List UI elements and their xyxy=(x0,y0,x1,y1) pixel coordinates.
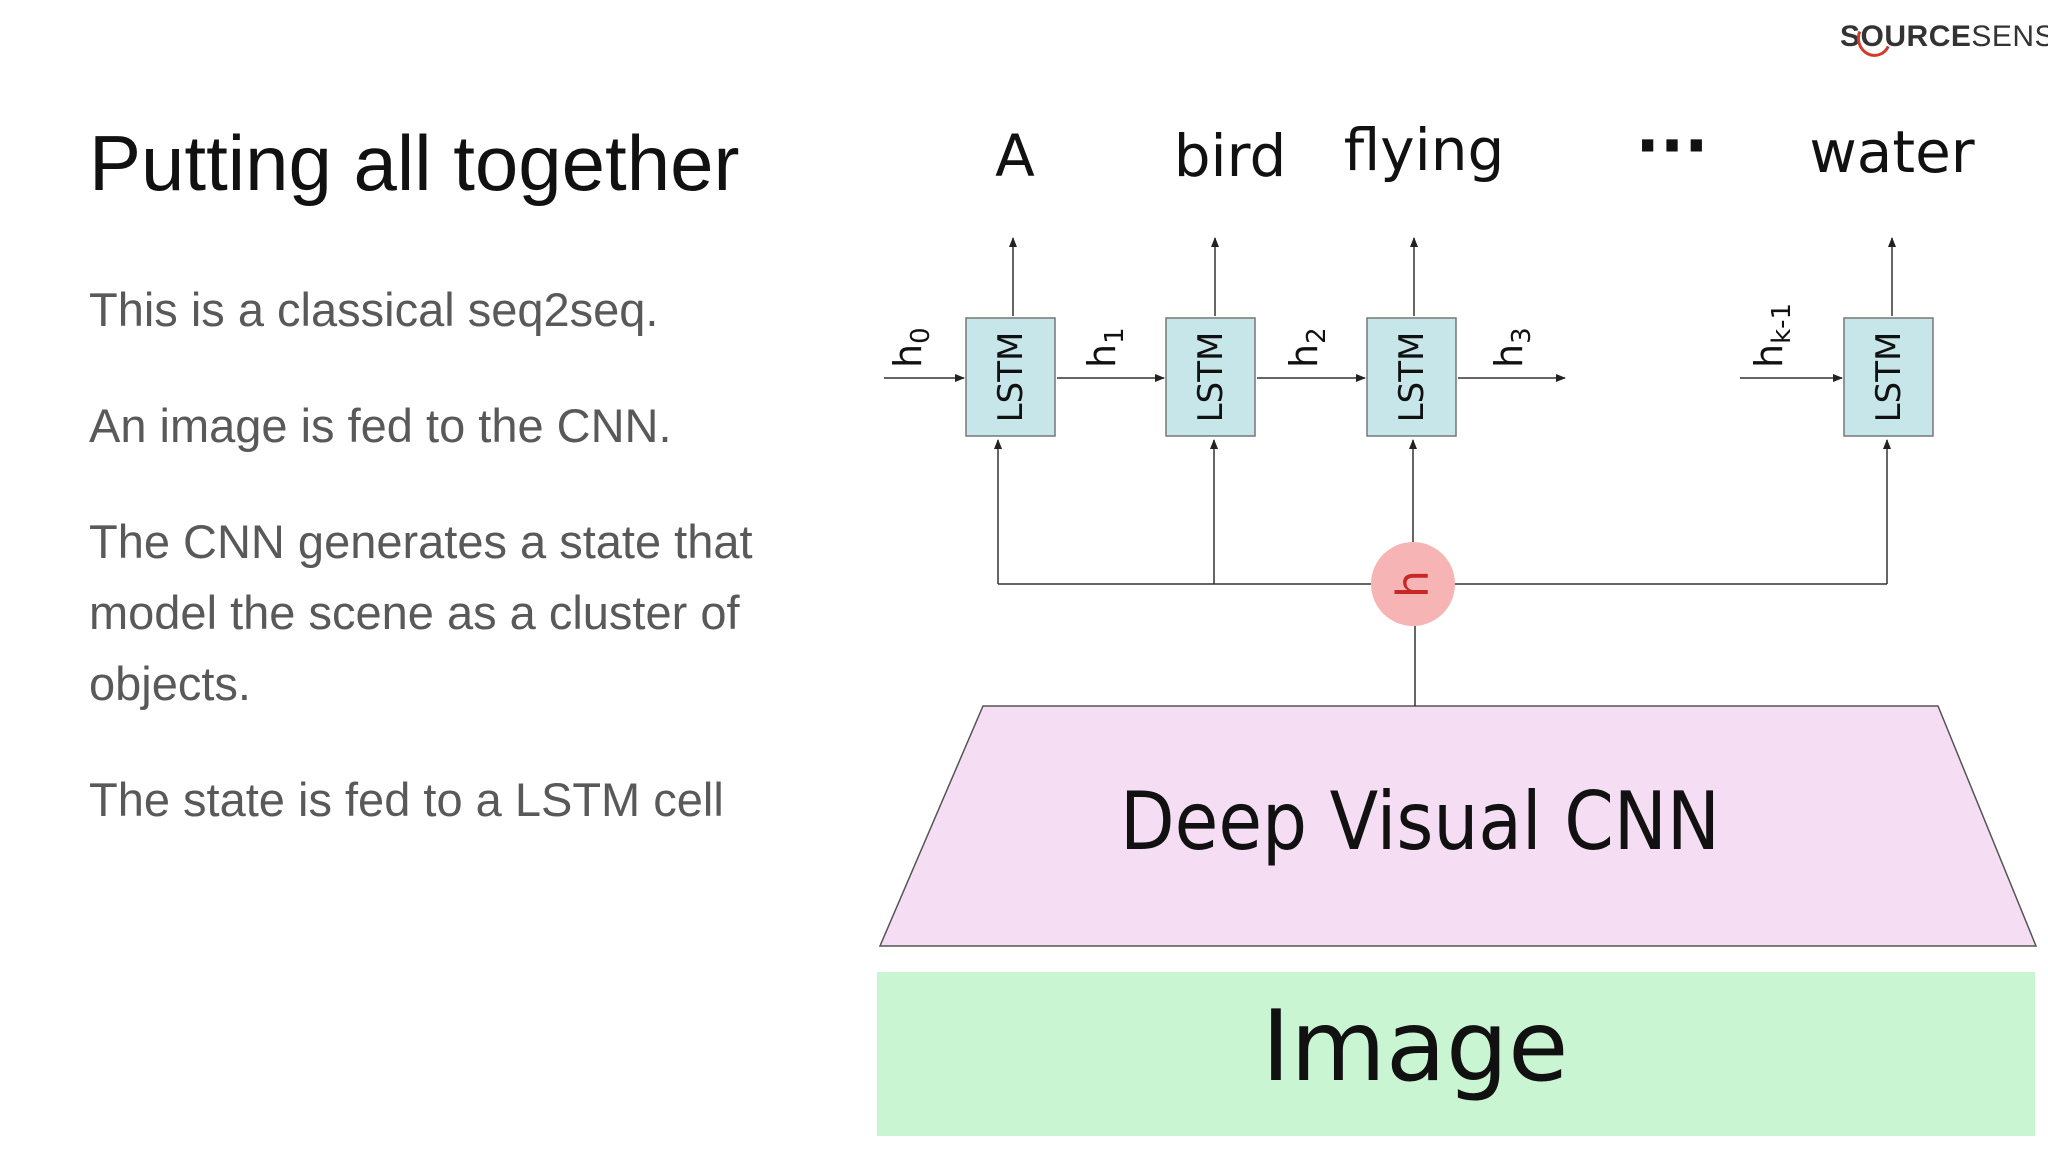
lstm-cell-2: LSTM xyxy=(1165,317,1256,437)
lstm-cell-3: LSTM xyxy=(1366,317,1457,437)
logo-letter-o: O xyxy=(1860,20,1885,53)
output-ellipsis: ··· xyxy=(1636,110,1709,184)
lstm-cell-k: LSTM xyxy=(1843,317,1934,437)
paragraph-image-fed: An image is fed to the CNN. xyxy=(89,399,672,452)
logo-text-source-rest: URCE xyxy=(1884,20,1972,53)
h0-label: h0 xyxy=(886,327,936,368)
paragraph-cnn-state: The CNN generates a state that model the… xyxy=(89,515,753,710)
lstm-cell-k-label: LSTM xyxy=(1869,332,1909,423)
hidden-state-node xyxy=(1371,542,1455,626)
lstm-cell-1-label: LSTM xyxy=(991,332,1031,423)
lstm-cell-1: LSTM xyxy=(965,317,1056,437)
h2-label: h2 xyxy=(1282,327,1332,368)
paragraph-seq2seq: This is a classical seq2seq. xyxy=(89,283,659,336)
logo-text-sense: SENSE xyxy=(1971,20,2048,53)
logo-letter-s: S xyxy=(1840,20,1861,53)
image-label: Image xyxy=(1262,990,1569,1104)
output-word-k: water xyxy=(1809,118,1974,186)
output-word-2: bird xyxy=(1174,122,1287,190)
logo-text-source: SOURCE xyxy=(1840,20,1971,53)
cnn-trapezoid xyxy=(878,705,2038,947)
sourcesense-logo: SOURCESENSE xyxy=(1840,20,2048,54)
output-word-3: flying xyxy=(1344,116,1505,184)
hk1-label: hk-1 xyxy=(1747,303,1797,368)
image-box xyxy=(877,972,2035,1136)
h1-label: h1 xyxy=(1080,327,1130,368)
slide-title: Putting all together xyxy=(89,119,740,207)
lstm-cell-2-label: LSTM xyxy=(1191,332,1231,423)
paragraph-lstm-cell: The state is fed to a LSTM cell xyxy=(89,773,724,826)
cnn-label: Deep Visual CNN xyxy=(1120,775,1720,868)
hidden-state-node-label: h xyxy=(1388,570,1439,598)
output-word-1: A xyxy=(995,122,1035,190)
h3-label: h3 xyxy=(1487,327,1537,368)
lstm-cell-3-label: LSTM xyxy=(1392,332,1432,423)
